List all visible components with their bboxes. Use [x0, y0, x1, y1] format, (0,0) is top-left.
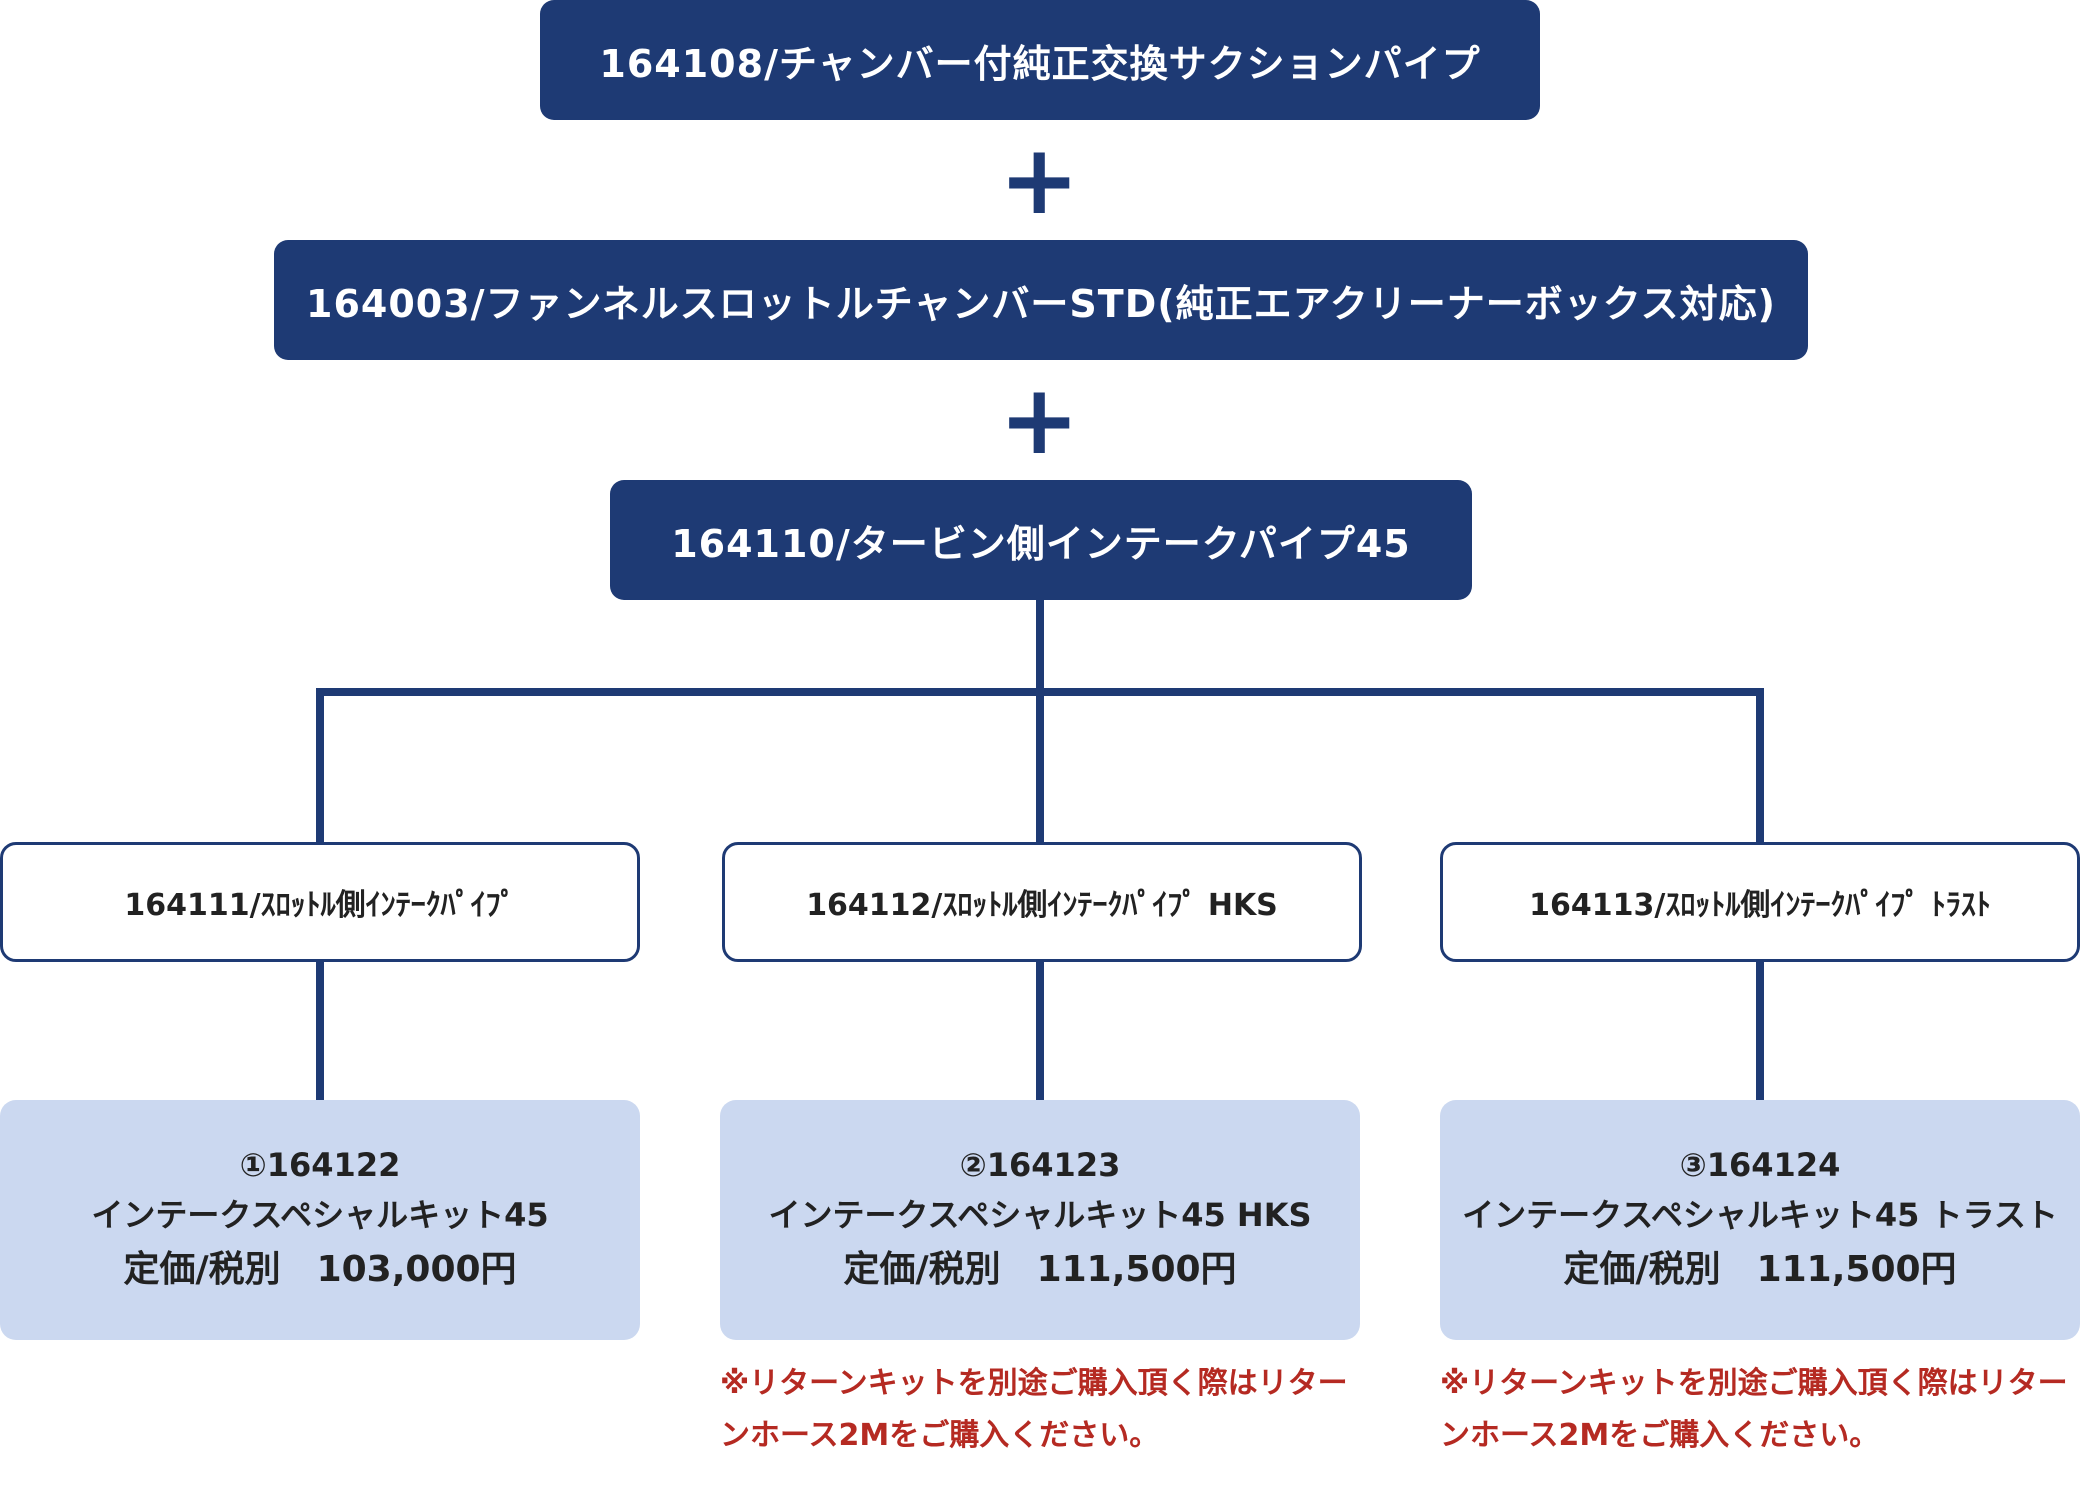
kit-price: 定価/税別 111,500円 [1563, 1249, 1957, 1290]
kit-price: 定価/税別 111,500円 [843, 1249, 1237, 1290]
kit-name: インテークスペシャルキット45 トラスト [1462, 1196, 2058, 1234]
kit-id: ③164124 [1679, 1146, 1841, 1184]
throttle-pipe-box-1: 164111/ｽﾛｯﾄﾙ側ｲﾝﾃｰｸﾊﾟｲﾌﾟ [0, 842, 640, 962]
plus-icon: + [999, 124, 1080, 236]
connector-line-center [1036, 960, 1044, 1102]
branch-line-right [1756, 688, 1764, 844]
throttle-chamber-box: 164003/ファンネルスロットルチャンバーSTD(純正エアクリーナーボックス対… [274, 240, 1808, 360]
kit-id: ②164123 [959, 1146, 1121, 1184]
plus-icon: + [999, 364, 1080, 476]
throttle-pipe-box-2: 164112/ｽﾛｯﾄﾙ側ｲﾝﾃｰｸﾊﾟｲﾌﾟ HKS [722, 842, 1362, 962]
kit-name: インテークスペシャルキット45 [91, 1196, 549, 1234]
turbine-intake-pipe-box: 164110/タービン側インテークパイプ45 [610, 480, 1472, 600]
connector-line-left [316, 960, 324, 1102]
connector-line-right [1756, 960, 1764, 1102]
kit-box-2: ②164123 インテークスペシャルキット45 HKS 定価/税別 111,50… [720, 1100, 1360, 1340]
return-hose-note: ※リターンキットを別途ご購入頂く際はリターンホース2Mをご購入ください。 [1440, 1366, 2068, 1453]
suction-pipe-box: 164108/チャンバー付純正交換サクションパイプ [540, 0, 1540, 120]
kit-name: インテークスペシャルキット45 HKS [768, 1196, 1312, 1234]
return-hose-note: ※リターンキットを別途ご購入頂く際はリターンホース2Mをご購入ください。 [720, 1366, 1348, 1453]
kit-box-3: ③164124 インテークスペシャルキット45 トラスト 定価/税別 111,5… [1440, 1100, 2080, 1340]
kit-price: 定価/税別 103,000円 [123, 1249, 517, 1290]
branch-line-left [316, 688, 324, 844]
throttle-pipe-box-3: 164113/ｽﾛｯﾄﾙ側ｲﾝﾃｰｸﾊﾟｲﾌﾟ ﾄﾗｽﾄ [1440, 842, 2080, 962]
kit-box-1: ①164122 インテークスペシャルキット45 定価/税別 103,000円 [0, 1100, 640, 1340]
trunk-line [1036, 600, 1044, 844]
kit-id: ①164122 [239, 1146, 401, 1184]
branch-horizontal-line [316, 688, 1764, 696]
